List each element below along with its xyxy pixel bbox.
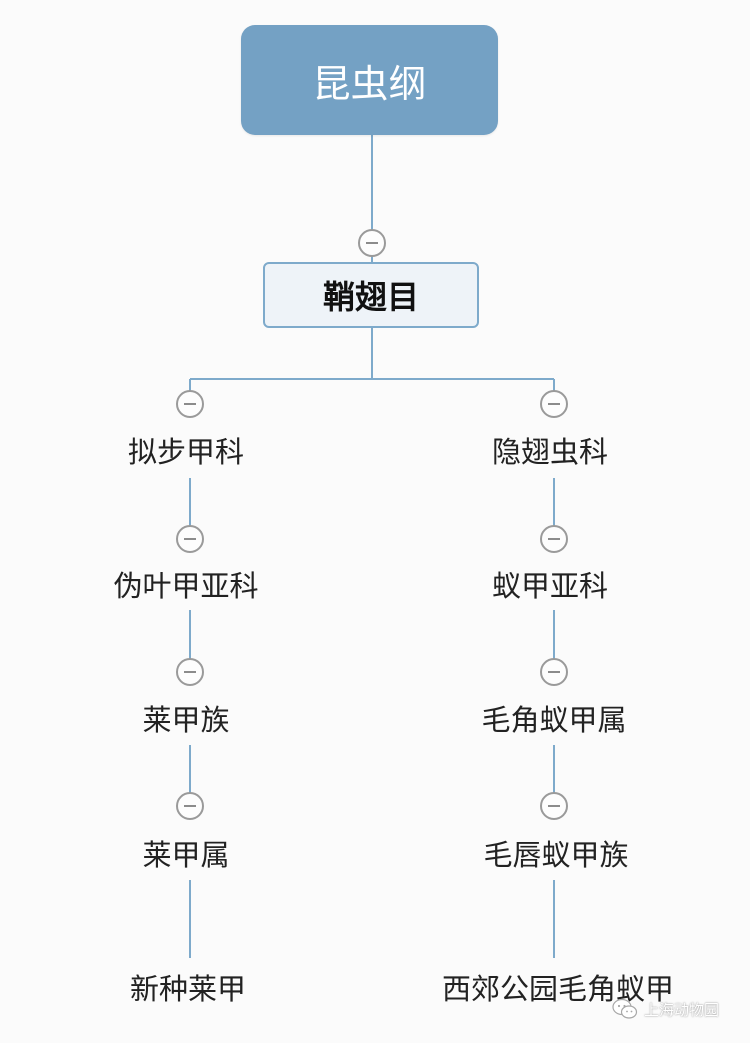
collapse-right-subfamily-icon[interactable] — [540, 525, 568, 553]
right-subfamily-label[interactable]: 蚁甲亚科 — [491, 569, 609, 603]
left-subfamily-label[interactable]: 伪叶甲亚科 — [113, 569, 259, 603]
collapse-right-family-icon[interactable] — [540, 390, 568, 418]
right-species-label[interactable]: 西郊公园毛角蚁甲 — [441, 972, 675, 1006]
right-tribe-label[interactable]: 毛唇蚁甲族 — [483, 838, 629, 872]
left-family-label[interactable]: 拟步甲科 — [127, 435, 245, 469]
root-node-label: 昆虫纲 — [312, 61, 427, 106]
watermark-text: 上海动物园 — [644, 1000, 720, 1019]
collapse-left-family-icon[interactable] — [176, 390, 204, 418]
root-node-insecta[interactable]: 昆虫纲 — [241, 25, 498, 135]
collapse-order-icon[interactable] — [358, 229, 386, 257]
left-tribe-label[interactable]: 莱甲族 — [142, 703, 230, 737]
wechat-icon — [612, 998, 638, 1019]
collapse-left-subfamily-icon[interactable] — [176, 525, 204, 553]
collapse-left-genus-icon[interactable] — [176, 792, 204, 820]
right-genus-label[interactable]: 毛角蚁甲属 — [481, 703, 627, 737]
collapse-left-tribe-icon[interactable] — [176, 658, 204, 686]
connector-order-split — [189, 328, 555, 404]
right-family-label[interactable]: 隐翅虫科 — [491, 435, 609, 469]
order-node-coleoptera[interactable]: 鞘翅目 — [263, 262, 479, 328]
left-species-label[interactable]: 新种莱甲 — [129, 972, 247, 1006]
left-genus-label[interactable]: 莱甲属 — [142, 838, 230, 872]
order-node-label: 鞘翅目 — [322, 278, 419, 316]
watermark: 上海动物园 — [612, 998, 719, 1020]
collapse-right-tribe-icon[interactable] — [540, 792, 568, 820]
collapse-right-genus-icon[interactable] — [540, 658, 568, 686]
